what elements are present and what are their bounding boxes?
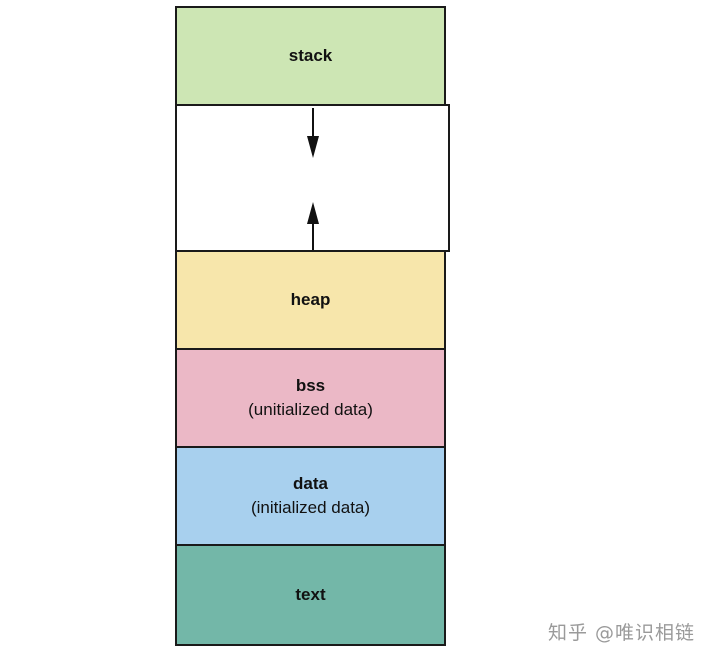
growth-arrows bbox=[307, 108, 319, 252]
bss-sublabel: (unitialized data) bbox=[248, 400, 373, 419]
heap-label: heap bbox=[290, 290, 331, 309]
data-segment: data (initialized data) bbox=[175, 446, 446, 546]
free-space-segment bbox=[175, 104, 450, 252]
text-label: text bbox=[295, 585, 326, 604]
stack-label: stack bbox=[288, 46, 333, 65]
bss-segment: bss (unitialized data) bbox=[175, 348, 446, 448]
watermark: 知乎 @唯识相链 bbox=[548, 622, 696, 644]
data-sublabel: (initialized data) bbox=[250, 498, 371, 517]
heap-segment: heap bbox=[175, 250, 446, 350]
stack-growth-arrow-head bbox=[307, 136, 319, 158]
text-segment: text bbox=[175, 544, 446, 646]
heap-growth-arrow-head bbox=[307, 202, 319, 224]
memory-layout-diagram: stack heap bss (unitialized data) data (… bbox=[175, 6, 450, 646]
stack-segment: stack bbox=[175, 6, 446, 106]
data-label: data bbox=[293, 474, 328, 493]
bss-label: bss bbox=[295, 376, 326, 395]
